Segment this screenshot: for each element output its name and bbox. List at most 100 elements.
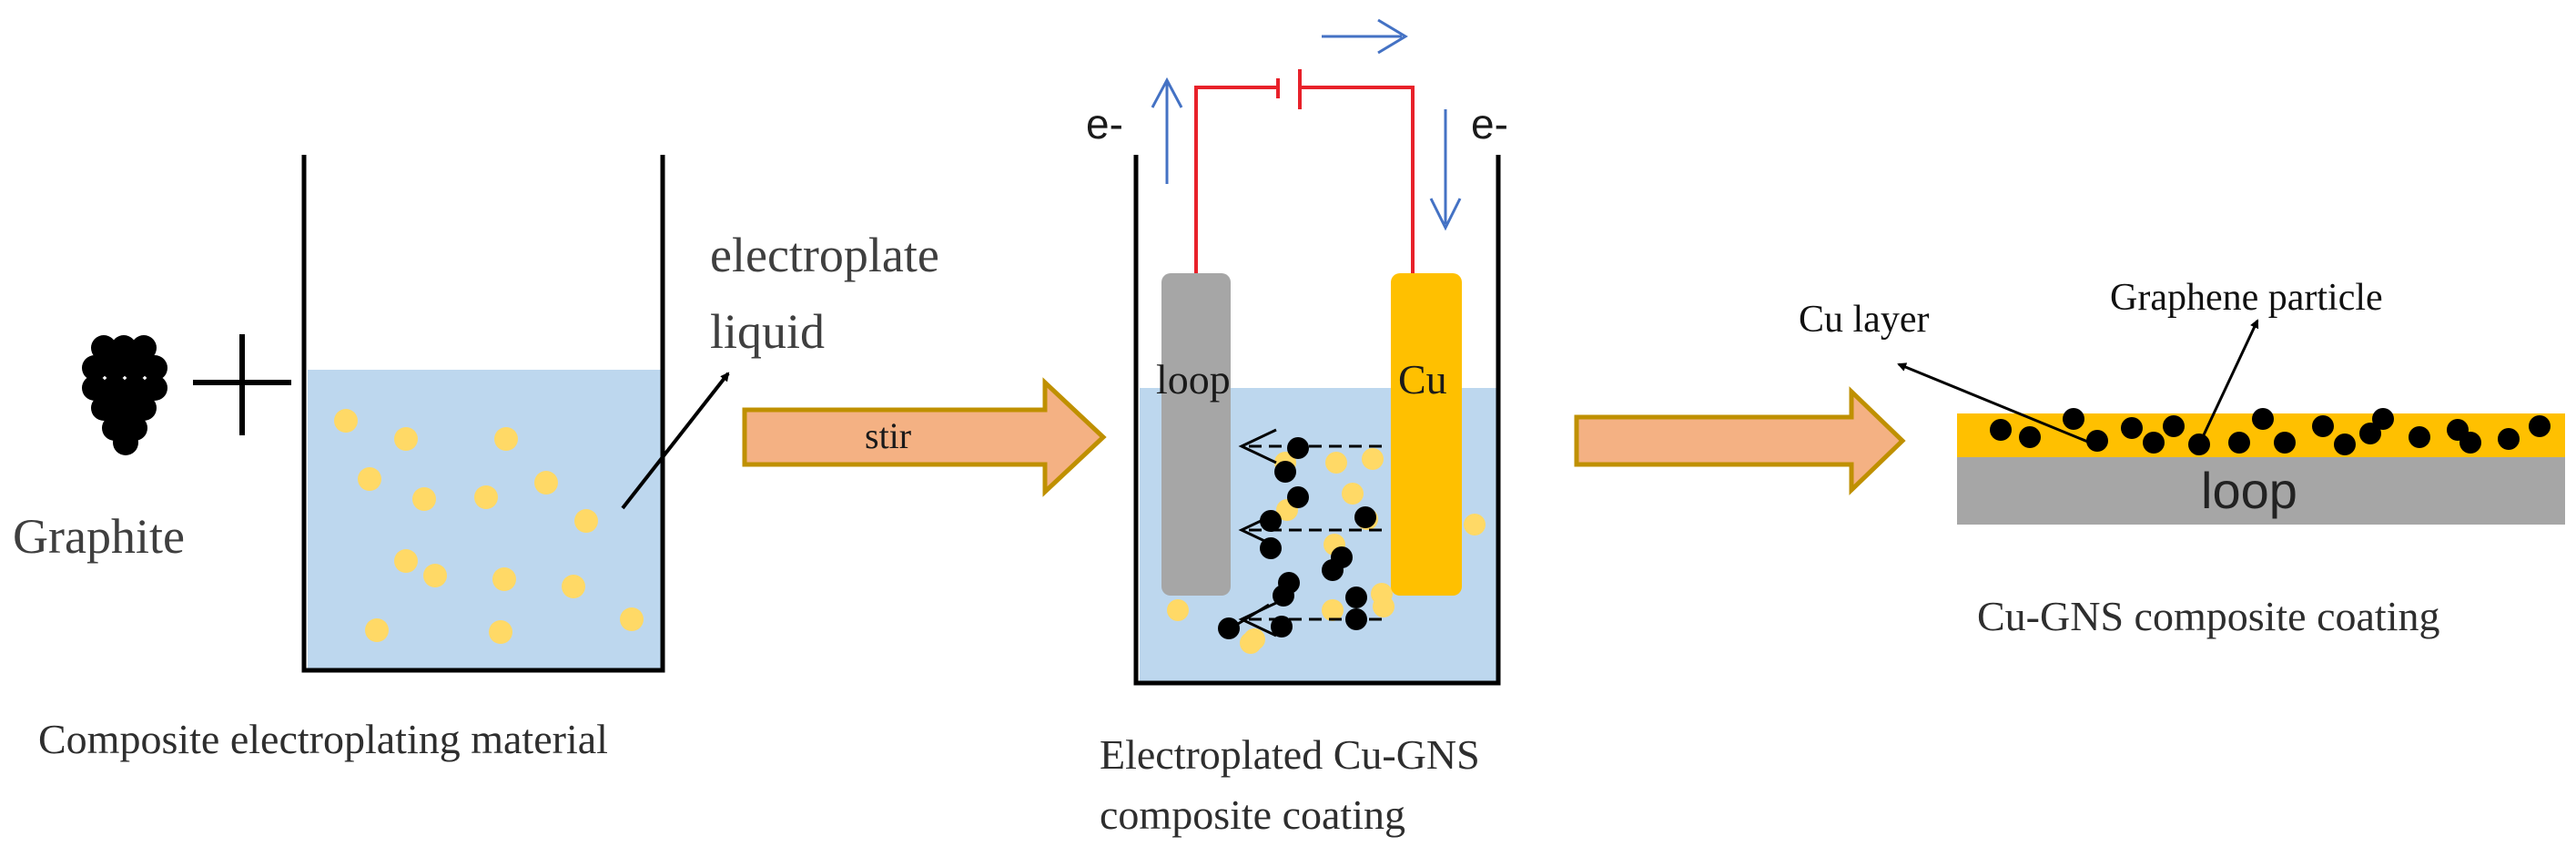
arrow-icon	[1322, 18, 1408, 55]
electroplate-particle	[358, 467, 381, 491]
electroplate-particle	[365, 618, 389, 642]
electroplate-particle	[474, 485, 498, 509]
graphene-particle	[2063, 408, 2084, 430]
graphene-particle	[1271, 616, 1293, 638]
stage-1-caption: Composite electroplating material	[38, 716, 608, 762]
graphene-particles-migrating	[1218, 437, 1376, 639]
electroplate-label-line2: liquid	[710, 304, 825, 359]
stage-1-composite-material: Graphite electroplate liquid Composite e…	[13, 155, 939, 762]
graphite-particle	[82, 355, 107, 381]
arrow-right-icon	[1574, 386, 1906, 495]
graphene-particle	[1260, 510, 1282, 532]
graphite-particle	[131, 335, 157, 361]
substrate-label: loop	[2201, 462, 2297, 519]
graphite-particle	[142, 375, 167, 401]
graphene-particle	[2409, 426, 2430, 448]
graphene-particle	[1260, 537, 1282, 559]
electroplate-particle	[574, 509, 598, 533]
circuit	[1194, 69, 1415, 273]
electroplate-liquid	[308, 370, 664, 668]
electron-flow	[1151, 18, 1462, 231]
electron-label-right: e-	[1471, 100, 1508, 148]
graphene-particle	[1273, 585, 1294, 607]
graphene-particle-label: Graphene particle	[2110, 277, 2383, 319]
electron-label-left: e-	[1086, 100, 1123, 148]
electroplate-particle	[1167, 599, 1189, 621]
graphene-particle	[2274, 432, 2296, 454]
electroplate-particle	[1373, 596, 1394, 617]
electroplate-particle	[1322, 599, 1344, 621]
process-arrow-1: stir	[742, 377, 1107, 497]
graphite-particle	[122, 355, 147, 381]
cathode-electrode	[1161, 273, 1231, 596]
arrow-icon	[1238, 428, 1277, 464]
graphene-particle	[1345, 608, 1367, 630]
graphene-particles-embedded	[1990, 408, 2551, 455]
graphene-pointer	[2199, 319, 2259, 442]
graphite-particle	[91, 335, 117, 361]
stage-2-caption-line1: Electroplated Cu-GNS	[1100, 731, 1480, 778]
graphite-particle	[113, 430, 138, 455]
graphite-particle	[102, 375, 127, 401]
beaker-1-wall	[301, 155, 665, 673]
graphene-particle	[1354, 506, 1376, 528]
electroplate-particle	[489, 620, 512, 644]
graphite-label: Graphite	[13, 509, 185, 564]
wire-left	[1194, 86, 1278, 273]
graphite-particle	[91, 395, 117, 421]
graphene-particle	[2228, 432, 2250, 454]
electroplate-particle	[534, 471, 558, 495]
anode-electrode	[1391, 273, 1462, 596]
electroplate-particle	[1362, 448, 1384, 470]
graphene-particle	[2459, 432, 2481, 454]
graphene-particle	[2334, 434, 2356, 455]
electroplate-particle	[1464, 514, 1486, 536]
graphene-particle	[2019, 426, 2041, 448]
graphite-cluster-icon	[82, 335, 167, 455]
graphene-particle	[2163, 415, 2185, 437]
electroplate-particle	[1342, 483, 1364, 505]
graphite-particle	[102, 355, 127, 381]
stage-2-electroplating-cell: loop Cu	[1086, 18, 1508, 838]
electroplate-particle	[394, 427, 418, 451]
stage-3-composite-coating: loop Cu layer Graphene particle Cu-GNS c…	[1799, 277, 2565, 639]
stir-label: stir	[865, 415, 911, 456]
electroplate-particle	[562, 575, 585, 598]
graphene-particle	[1322, 559, 1344, 581]
beaker-2-wall	[1133, 155, 1501, 686]
wire-right	[1300, 86, 1415, 273]
anode-label: Cu	[1398, 356, 1447, 403]
arrow-icon	[1429, 109, 1462, 231]
stage-2-caption-line2: composite coating	[1100, 791, 1405, 838]
graphite-particle	[111, 395, 137, 421]
electroplate-particle	[620, 607, 644, 631]
graphene-particle	[2312, 415, 2334, 437]
graphene-particle	[2086, 430, 2108, 452]
electroplate-particle	[494, 427, 518, 451]
graphite-particle	[82, 375, 107, 401]
electroplate-particle	[334, 409, 358, 433]
electroplate-label-line1: electroplate	[710, 228, 939, 282]
liquid-pointer-arrow	[621, 372, 730, 510]
graphene-particle	[1345, 586, 1367, 608]
cathode-label: loop	[1156, 356, 1231, 403]
graphene-particle	[1218, 617, 1240, 639]
electroplate-particle	[412, 487, 436, 511]
graphite-particle	[131, 395, 157, 421]
graphite-particle	[122, 375, 147, 401]
electroplate-particle	[492, 567, 516, 591]
arrow-right-icon	[742, 377, 1107, 497]
graphene-particle	[1274, 461, 1296, 483]
graphene-particle	[2252, 408, 2274, 430]
graphene-particle	[2372, 408, 2394, 430]
cu-layer-label: Cu layer	[1799, 299, 1929, 341]
stage-3-caption: Cu-GNS composite coating	[1977, 593, 2440, 639]
graphene-particle	[2359, 423, 2381, 444]
graphene-particle	[2498, 428, 2520, 450]
arrow-icon	[1151, 76, 1183, 184]
beaker-1	[301, 155, 665, 673]
process-arrow-2	[1574, 386, 1906, 495]
graphite-particle	[142, 355, 167, 381]
